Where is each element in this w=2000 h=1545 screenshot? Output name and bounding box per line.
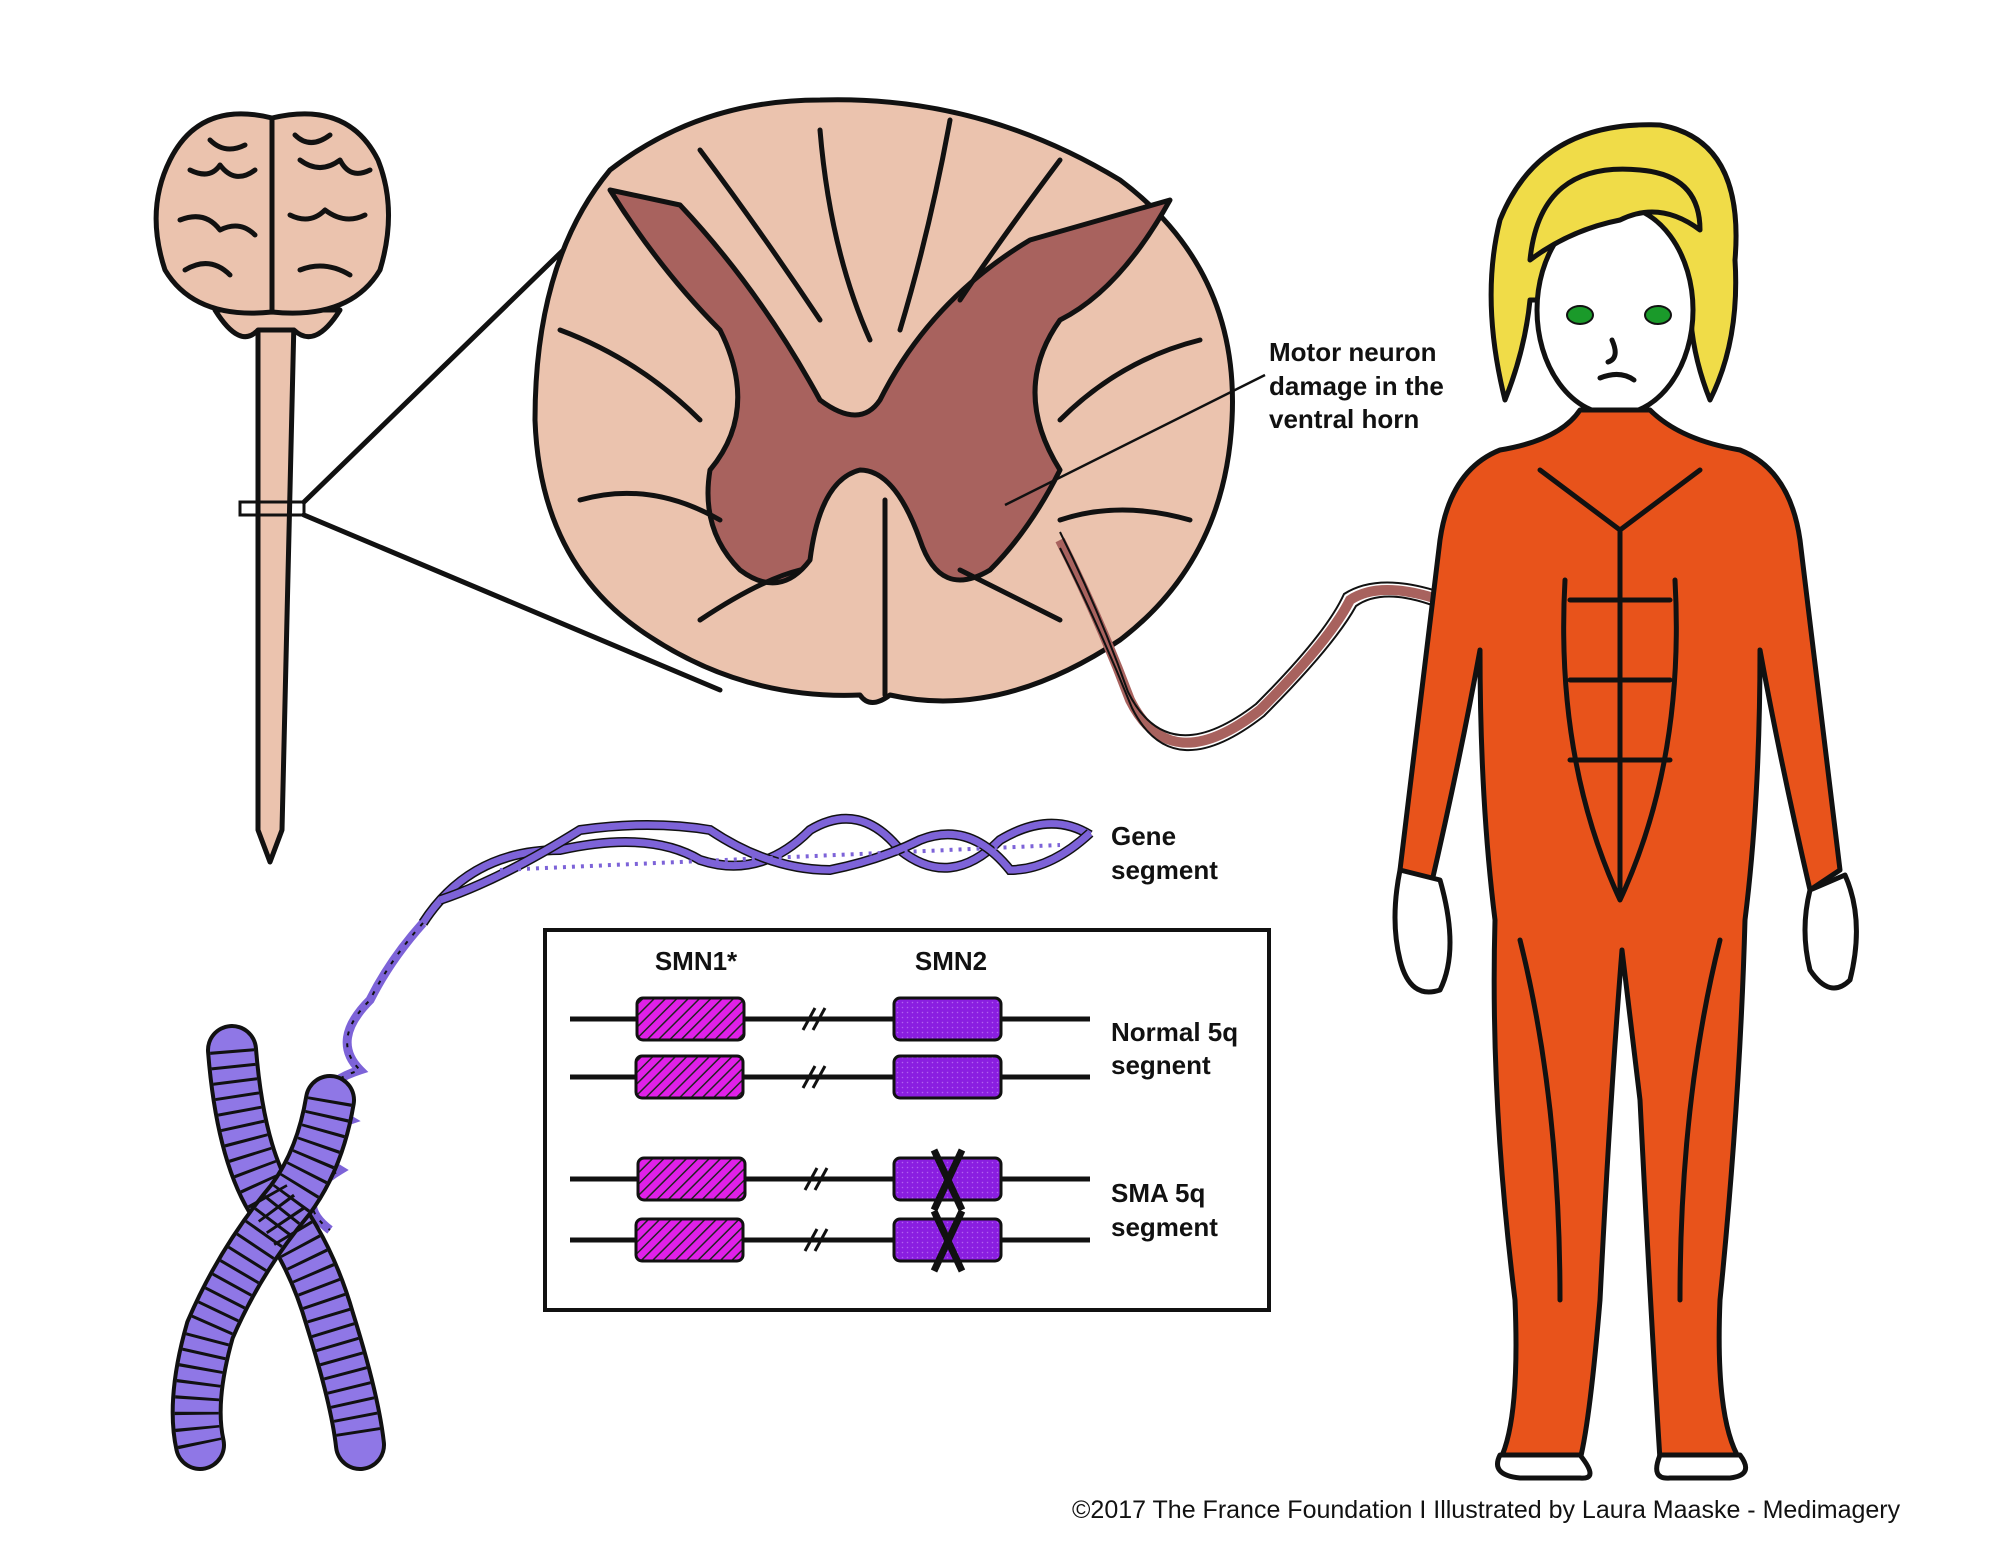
brainstem (212, 307, 343, 340)
normal-segment-label-line-2: segnent (1111, 1050, 1211, 1080)
spinal-cord-cross-section (532, 97, 1442, 751)
motor-neuron-label-line-2: damage in the (1269, 371, 1444, 401)
smn1-column-header: SMN1* (655, 946, 738, 976)
motor-neuron-label-line-1: Motor neuron (1269, 337, 1437, 367)
left-hand (1392, 867, 1453, 995)
smn1-gene (635, 996, 746, 1042)
deletion-x-icon (930, 1148, 966, 1212)
sma-segment-label-line-1: SMA 5q (1111, 1178, 1205, 1208)
smn2-column-header: SMN2 (915, 946, 987, 976)
break-mark-icon (803, 1228, 829, 1252)
gene-row-sma-1 (570, 1148, 1090, 1212)
smn2-gene (892, 996, 1003, 1042)
gene-comparison-box: SMN1* SMN2 Normal 5q (543, 928, 1271, 1312)
child-muscle-figure (1392, 122, 1859, 1481)
feet (1495, 1452, 1749, 1481)
brain-spinal-cord (153, 111, 723, 865)
break-mark-icon (801, 1007, 827, 1031)
muscle-body (1397, 407, 1843, 1463)
gene-row-normal-1 (570, 996, 1090, 1042)
gene-segment-label-line-1: Gene (1111, 821, 1176, 851)
motor-nerve (1055, 537, 1442, 748)
motor-neuron-label: Motor neuron damage in the ventral horn (1269, 337, 1444, 434)
smn2-gene (892, 1054, 1003, 1100)
motor-neuron-label-line-3: ventral horn (1269, 404, 1419, 434)
copyright-footer: ©2017 The France Foundation I Illustrate… (1072, 1496, 1901, 1524)
break-mark-icon (801, 1065, 827, 1089)
right-hand (1802, 872, 1859, 991)
gene-segment-label: Gene segment (1111, 821, 1218, 885)
motor-neuron-pointer (1004, 373, 1266, 507)
gene-row-sma-2 (570, 1209, 1090, 1273)
left-eye (1566, 305, 1594, 325)
smn1-gene (634, 1054, 745, 1100)
chromosome (170, 1024, 386, 1471)
gray-matter (607, 187, 1173, 586)
section-marker (238, 500, 306, 517)
normal-segment-label-line-1: Normal 5q (1111, 1017, 1238, 1047)
sma-segment-label-line-2: segment (1111, 1212, 1218, 1242)
spinal-cord (255, 317, 297, 865)
smn1-gene (636, 1156, 747, 1202)
right-eye (1644, 305, 1672, 325)
gene-row-normal-2 (570, 1054, 1090, 1100)
break-mark-icon (803, 1167, 829, 1191)
deletion-x-icon (930, 1209, 966, 1273)
gene-segment-label-line-2: segment (1111, 855, 1218, 885)
smn1-gene (634, 1217, 745, 1263)
